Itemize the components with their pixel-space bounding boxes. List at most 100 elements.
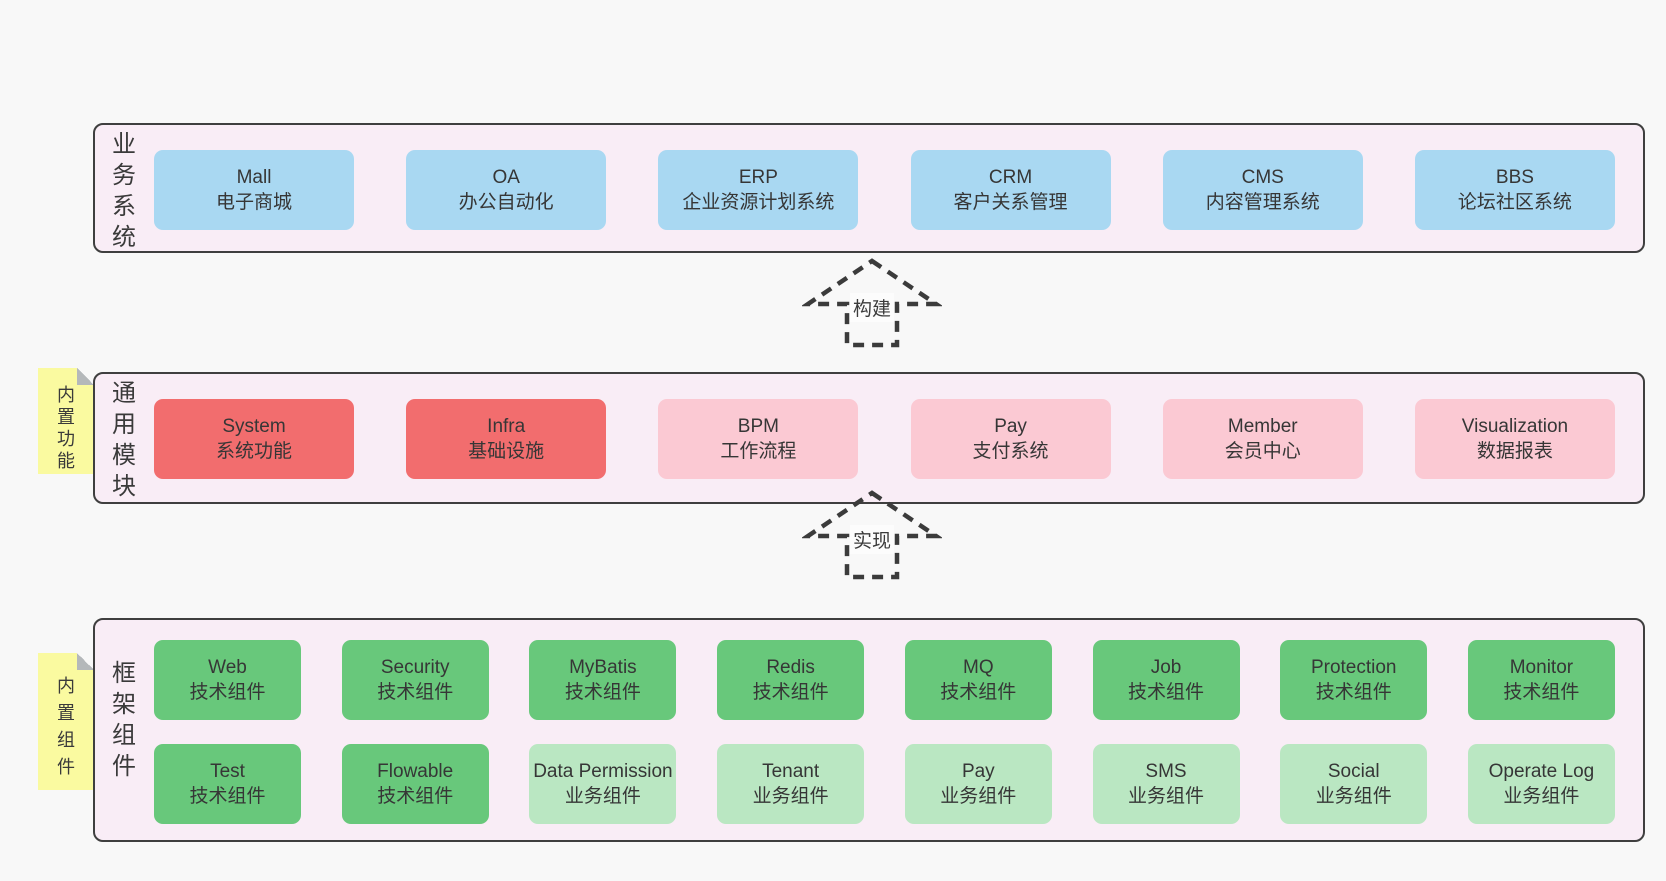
- layer-title-common-modules: 通用模块: [112, 380, 136, 500]
- box-pay: Pay 支付系统: [910, 399, 1111, 479]
- business-systems-row: Mall 电子商城 OA 办公自动化 ERP 企业资源计划系统 CRM 客户关系…: [154, 150, 1615, 230]
- box-desc: 系统功能: [215, 441, 292, 462]
- box-desc: 论坛社区系统: [1457, 192, 1572, 213]
- box-desc: 会员中心: [1224, 441, 1301, 462]
- box-name: Flowable: [377, 761, 454, 782]
- box-desc: 技术组件: [377, 682, 454, 703]
- box-name: BPM: [737, 416, 779, 437]
- box-desc: 技术组件: [752, 682, 829, 703]
- box-desc: 工作流程: [720, 441, 797, 462]
- box-name: Social: [1327, 761, 1380, 782]
- box-flowable: Flowable 技术组件: [341, 744, 489, 824]
- box-name: Web: [208, 657, 247, 678]
- box-desc: 数据报表: [1476, 441, 1553, 462]
- layer-title-framework-components: 框架组件: [112, 660, 136, 780]
- box-desc: 企业资源计划系统: [682, 192, 835, 213]
- box-name: MyBatis: [569, 657, 637, 678]
- box-desc: 技术组件: [564, 682, 641, 703]
- box-name: Job: [1150, 657, 1182, 678]
- box-desc: 技术组件: [1315, 682, 1392, 703]
- box-social: Social 业务组件: [1280, 744, 1428, 824]
- box-name: Visualization: [1461, 416, 1569, 437]
- box-bbs: BBS 论坛社区系统: [1414, 150, 1615, 230]
- box-name: Test: [210, 761, 245, 782]
- box-name: Pay: [994, 416, 1027, 437]
- box-desc: 业务组件: [752, 786, 829, 807]
- box-security: Security 技术组件: [341, 640, 489, 720]
- box-name: MQ: [963, 657, 994, 678]
- box-name: Infra: [487, 416, 526, 437]
- implement-arrow: 实现: [802, 489, 942, 581]
- box-visualization: Visualization 数据报表: [1414, 399, 1615, 479]
- arrow-label-build: 构建: [849, 293, 895, 322]
- framework-components-row-1: Web 技术组件 Security 技术组件 MyBatis 技术组件 Redi…: [154, 640, 1615, 720]
- box-name: OA: [492, 167, 520, 188]
- box-desc: 内容管理系统: [1205, 192, 1320, 213]
- framework-components-row-2: Test 技术组件 Flowable 技术组件 Data Permission …: [154, 744, 1615, 824]
- box-infra: Infra 基础设施: [406, 399, 607, 479]
- box-name: Data Permission: [533, 761, 673, 782]
- box-name: Member: [1227, 416, 1298, 437]
- build-arrow: 构建: [802, 257, 942, 349]
- box-name: BBS: [1495, 167, 1534, 188]
- box-desc: 技术组件: [1503, 682, 1580, 703]
- box-web: Web 技术组件: [154, 640, 301, 720]
- box-desc: 技术组件: [189, 682, 266, 703]
- box-desc: 客户关系管理: [953, 192, 1068, 213]
- dashed-up-arrow-icon: [802, 490, 942, 580]
- dashed-up-arrow-icon: [802, 258, 942, 348]
- box-data-permission: Data Permission 业务组件: [529, 744, 677, 824]
- note-fold-corner: [77, 368, 94, 385]
- layer-framework-components: 框架组件 Web 技术组件 Security 技术组件 MyBatis 技术组件…: [93, 618, 1645, 842]
- note-built-in-functions: 内置功能: [38, 368, 94, 474]
- box-name: Redis: [766, 657, 815, 678]
- box-name: Tenant: [762, 761, 820, 782]
- box-test: Test 技术组件: [154, 744, 301, 824]
- box-mall: Mall 电子商城: [154, 150, 354, 230]
- box-desc: 业务组件: [1503, 786, 1580, 807]
- arrow-label-implement: 实现: [849, 525, 895, 554]
- box-desc: 技术组件: [940, 682, 1017, 703]
- note-label: 内置功能: [57, 385, 75, 471]
- box-name: System: [222, 416, 286, 437]
- box-name: Security: [380, 657, 450, 678]
- box-monitor: Monitor 技术组件: [1467, 640, 1615, 720]
- box-desc: 办公自动化: [458, 192, 554, 213]
- box-name: Protection: [1310, 657, 1397, 678]
- box-desc: 业务组件: [1315, 786, 1392, 807]
- box-desc: 技术组件: [377, 786, 454, 807]
- box-desc: 技术组件: [1128, 682, 1205, 703]
- note-label: 内置组件: [57, 676, 75, 777]
- box-oa: OA 办公自动化: [406, 150, 607, 230]
- layer-title-business-systems: 业务系统: [112, 131, 136, 251]
- note-built-in-components: 内置组件: [38, 653, 94, 790]
- box-name: CRM: [988, 167, 1033, 188]
- box-operate-log: Operate Log 业务组件: [1467, 744, 1615, 824]
- box-sms: SMS 业务组件: [1092, 744, 1240, 824]
- common-modules-row: System 系统功能 Infra 基础设施 BPM 工作流程 Pay 支付系统…: [154, 399, 1615, 479]
- box-name: Monitor: [1509, 657, 1574, 678]
- box-desc: 技术组件: [189, 786, 266, 807]
- box-name: CMS: [1241, 167, 1284, 188]
- box-desc: 业务组件: [940, 786, 1017, 807]
- box-bpm: BPM 工作流程: [658, 399, 859, 479]
- box-name: Operate Log: [1488, 761, 1595, 782]
- box-cms: CMS 内容管理系统: [1162, 150, 1363, 230]
- box-pay-component: Pay 业务组件: [904, 744, 1052, 824]
- layer-business-systems: 业务系统 Mall 电子商城 OA 办公自动化 ERP 企业资源计划系统 CRM…: [93, 123, 1645, 253]
- box-member: Member 会员中心: [1162, 399, 1363, 479]
- box-name: Pay: [961, 761, 995, 782]
- box-name: ERP: [738, 167, 778, 188]
- box-mq: MQ 技术组件: [904, 640, 1052, 720]
- box-name: SMS: [1145, 761, 1187, 782]
- box-desc: 电子商城: [215, 192, 292, 213]
- box-desc: 业务组件: [564, 786, 641, 807]
- box-desc: 基础设施: [468, 441, 545, 462]
- box-tenant: Tenant 业务组件: [717, 744, 865, 824]
- box-mybatis: MyBatis 技术组件: [529, 640, 677, 720]
- box-desc: 支付系统: [972, 441, 1049, 462]
- box-job: Job 技术组件: [1092, 640, 1240, 720]
- box-redis: Redis 技术组件: [717, 640, 865, 720]
- box-system: System 系统功能: [154, 399, 354, 479]
